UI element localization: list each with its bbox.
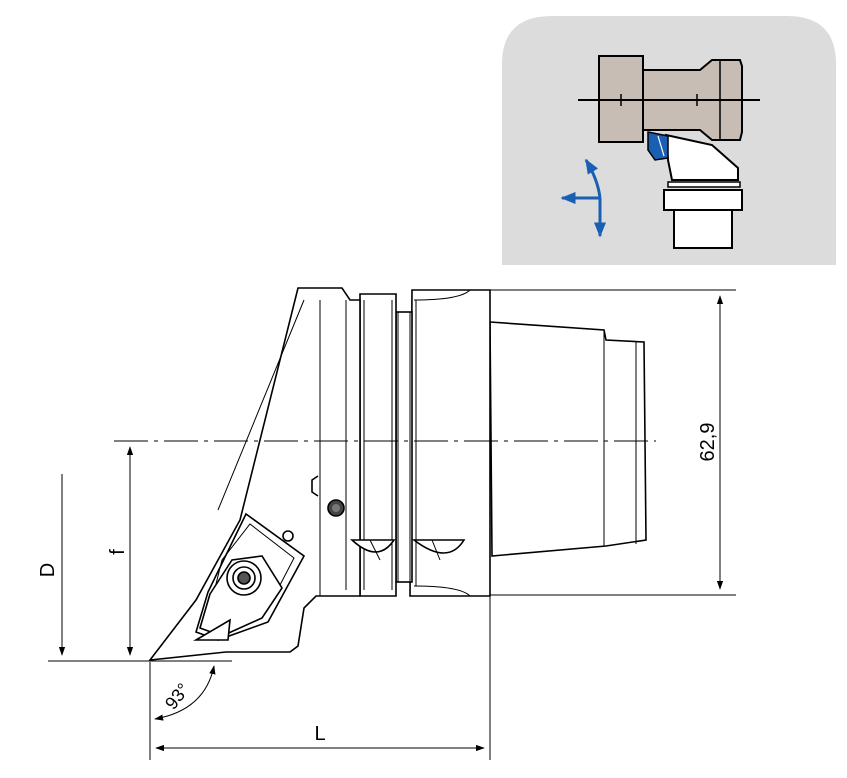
angle-label: 93° bbox=[161, 679, 194, 713]
feed-direction-arrows-icon bbox=[560, 158, 606, 238]
inset-tool-icon bbox=[647, 131, 743, 249]
tool-body bbox=[148, 287, 647, 661]
height-label: 62,9 bbox=[697, 423, 719, 462]
D-label: D bbox=[37, 563, 59, 577]
orientation-inset bbox=[502, 16, 836, 265]
inset-holder-icon bbox=[578, 55, 760, 143]
dimensions bbox=[48, 289, 736, 760]
cutting-insert bbox=[193, 512, 306, 641]
angle-arc bbox=[154, 665, 216, 721]
f-label: f bbox=[107, 549, 129, 555]
L-label: L bbox=[314, 723, 325, 745]
